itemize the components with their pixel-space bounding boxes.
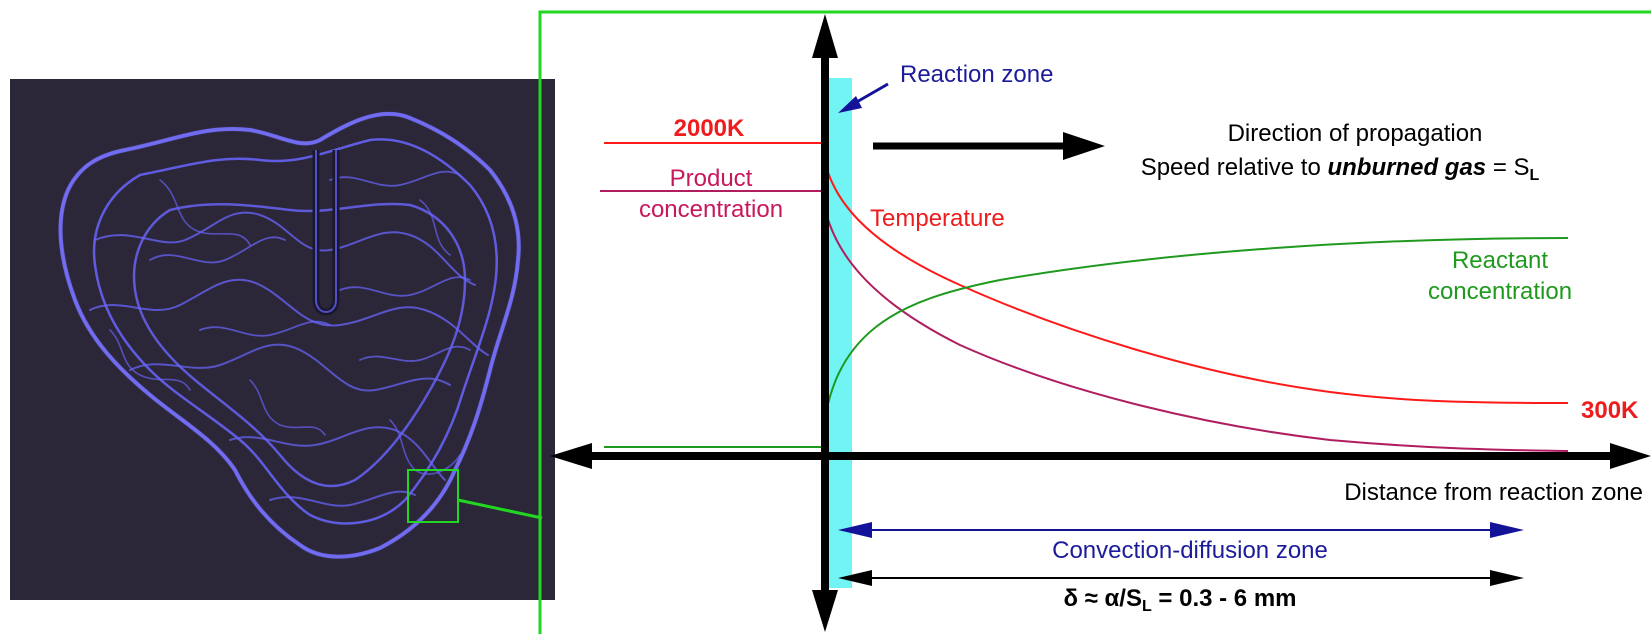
photo-background xyxy=(10,79,555,600)
temperature-high-label: 2000K xyxy=(674,115,745,142)
reactant-concentration-label-line1: Reactant xyxy=(1452,247,1548,274)
reactant-concentration-curve xyxy=(604,237,1569,448)
speed-equals: = S xyxy=(1486,154,1529,181)
flame-thickness-label: δ ≈ α/SL = 0.3 - 6 mm xyxy=(1063,585,1296,615)
panel-frame xyxy=(538,10,1651,634)
reactant-concentration-label-line2: concentration xyxy=(1428,278,1572,305)
zoom-box xyxy=(407,469,459,523)
distance-axis-label: Distance from reaction zone xyxy=(1344,479,1643,506)
speed-prefix: Speed relative to xyxy=(1141,154,1328,181)
delta-suffix: = 0.3 - 6 mm xyxy=(1152,585,1297,612)
speed-emphasis: unburned gas xyxy=(1327,154,1486,181)
convection-diffusion-zone-label: Convection-diffusion zone xyxy=(1052,537,1328,564)
flame-photo xyxy=(10,79,555,600)
speed-subscript: L xyxy=(1530,167,1540,184)
horizontal-axis-left-arrow xyxy=(550,443,592,469)
delta-prefix: δ ≈ α/S xyxy=(1063,585,1142,612)
product-concentration-curve xyxy=(600,190,1569,452)
vertical-axis-bottom-arrow xyxy=(812,590,838,632)
product-concentration-label-line2: concentration xyxy=(639,196,783,223)
direction-arrow-head xyxy=(1063,132,1105,160)
product-concentration-label-line1: Product xyxy=(670,165,753,192)
temperature-low-label: 300K xyxy=(1581,397,1639,424)
delta-subscript: L xyxy=(1142,598,1152,615)
reaction-zone-band xyxy=(826,78,852,588)
horizontal-axis-right-arrow xyxy=(1610,443,1651,469)
zoom-connector xyxy=(457,498,543,520)
vertical-axis-top-arrow xyxy=(812,14,838,58)
speed-label: Speed relative to unburned gas = SL xyxy=(1141,154,1540,184)
direction-of-propagation-label: Direction of propagation xyxy=(1228,120,1483,147)
temperature-label: Temperature xyxy=(870,205,1005,232)
temperature-curve xyxy=(604,142,1569,404)
schematic-panel: Reaction zone 2000K Product concentratio… xyxy=(538,10,1651,634)
reaction-zone-label: Reaction zone xyxy=(900,61,1053,88)
